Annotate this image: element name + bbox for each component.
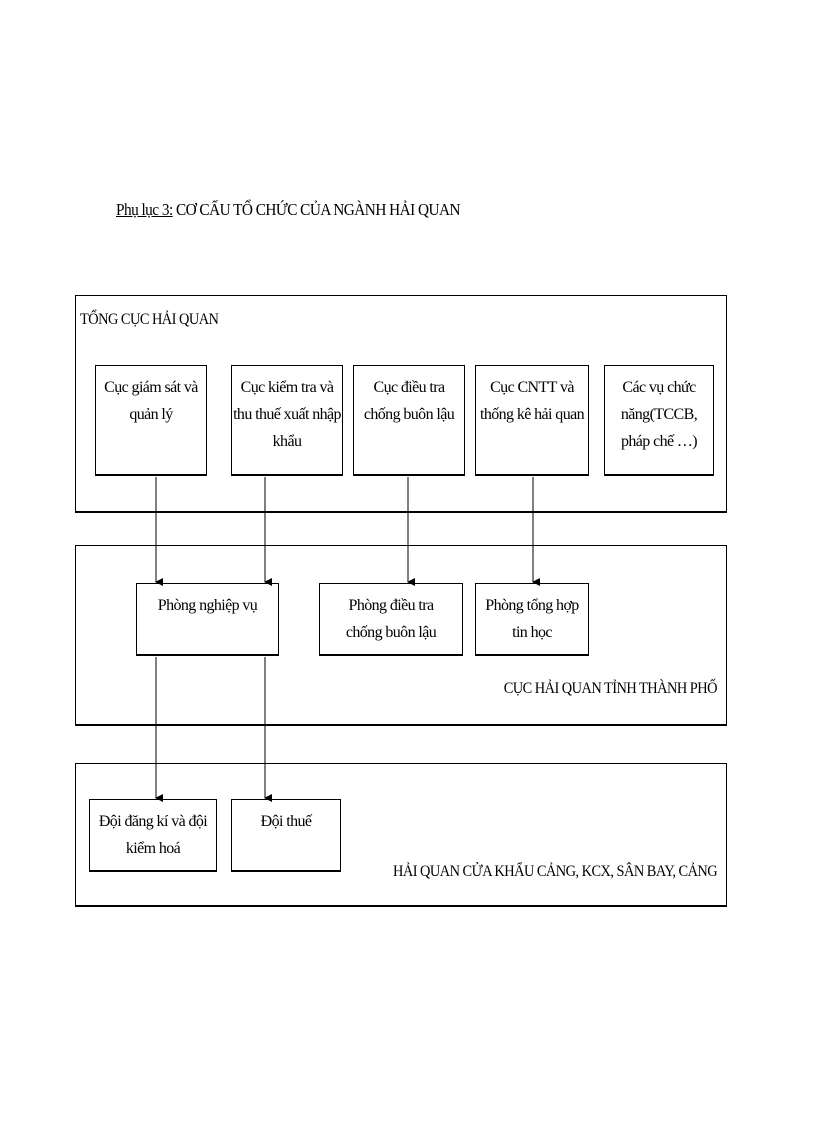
unit-label: Phòng tổng hợp tin học	[485, 597, 579, 641]
unit-label: Cục CNTT và thống kê hải quan	[480, 379, 585, 423]
unit-label: Cục kiểm tra và thu thuế xuất nhập khẩu	[233, 379, 341, 450]
unit-box-tax-inspection: Cục kiểm tra và thu thuế xuất nhập khẩu	[231, 365, 343, 476]
page-title: Phụ lục 3: CƠ CẤU TỔ CHỨC CỦA NGÀNH HẢI …	[116, 200, 461, 220]
unit-box-anti-smuggling-investigation: Cục điều tra chống buôn lậu	[353, 365, 465, 476]
unit-label: Cục giám sát và quản lý	[104, 379, 198, 423]
title-text: CƠ CẤU TỔ CHỨC CỦA NGÀNH HẢI QUAN	[175, 200, 461, 219]
panel-label-general-department: TỔNG CỤC HẢI QUAN	[80, 311, 219, 328]
unit-label: Cục điều tra chống buôn lậu	[363, 379, 455, 423]
panel-label-provincial-department: CỤC HẢI QUAN TỈNH THÀNH PHỐ	[503, 680, 718, 697]
unit-box-professional-office: Phòng nghiệp vụ	[136, 583, 279, 656]
panel-provincial-department	[75, 545, 727, 726]
unit-box-registration-inspection-team: Đội đăng kí và đội kiểm hoá	[89, 799, 217, 872]
unit-label: Đội đăng kí và đội kiểm hoá	[98, 813, 208, 857]
unit-box-anti-smuggling-office: Phòng điều tra chống buôn lậu	[319, 583, 463, 656]
panel-border-customs	[75, 763, 727, 907]
unit-label: Các vụ chức năng(TCCB, pháp chế …)	[620, 379, 698, 450]
unit-box-tax-team: Đội thuế	[231, 799, 341, 872]
unit-box-functional-departments: Các vụ chức năng(TCCB, pháp chế …)	[604, 365, 714, 476]
title-prefix: Phụ lục 3:	[116, 200, 173, 219]
unit-box-it-statistics: Cục CNTT và thống kê hải quan	[475, 365, 589, 476]
panel-general-department	[75, 295, 727, 513]
unit-box-supervision: Cục giám sát và quản lý	[95, 365, 207, 476]
unit-label: Phòng điều tra chống buôn lậu	[345, 597, 437, 641]
unit-label: Phòng nghiệp vụ	[157, 597, 258, 614]
panel-label-border-customs: HẢI QUAN CỬA KHẨU CẢNG, KCX, SÂN BAY, CẢ…	[392, 863, 718, 880]
unit-label: Đội thuế	[260, 813, 312, 830]
unit-box-it-office: Phòng tổng hợp tin học	[475, 583, 589, 656]
